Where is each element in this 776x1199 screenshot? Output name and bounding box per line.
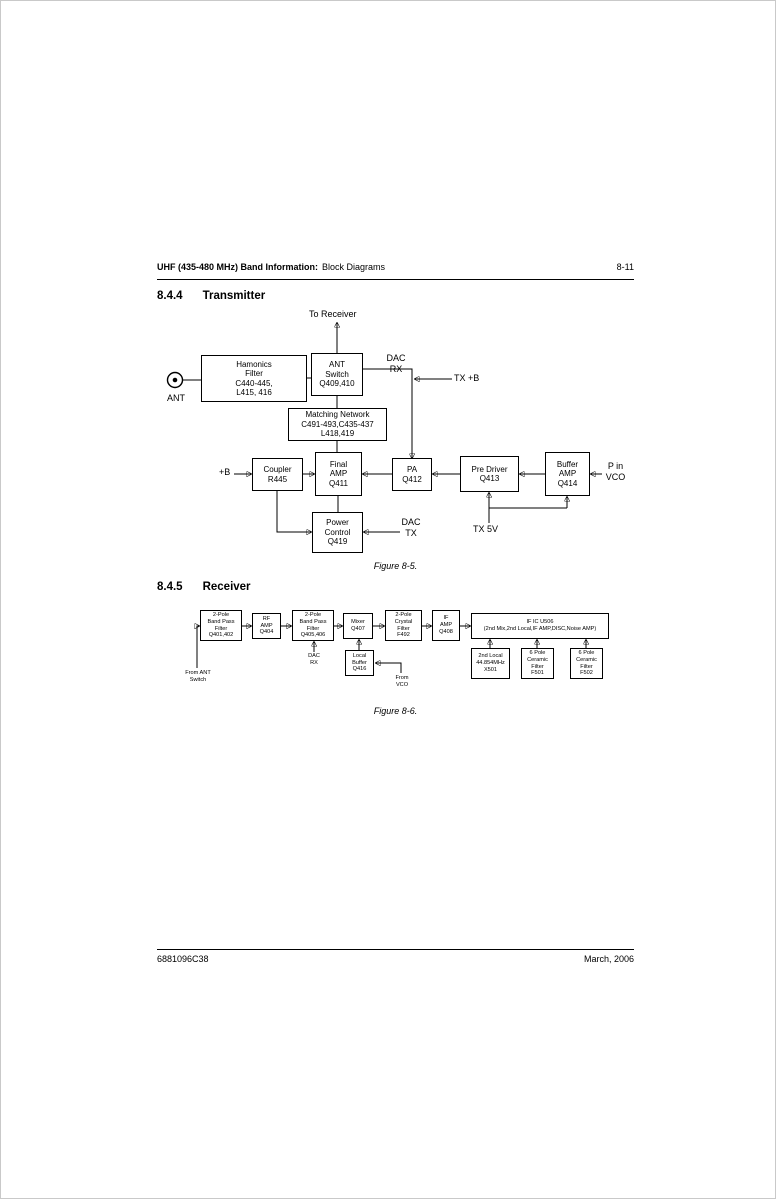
figure-8-6-caption: Figure 8-6.: [373, 706, 418, 716]
label-plus-b: +B: [219, 467, 231, 477]
antenna-connector-icon: [166, 371, 184, 389]
header-title: UHF (435-480 MHz) Band Information:Block…: [157, 262, 385, 273]
final-amp-box: Final AMP Q411: [315, 452, 362, 496]
receiver-connector-lines: [197, 626, 586, 673]
label-dac-rx: DAC RX: [386, 353, 406, 374]
footer-rule: [157, 949, 634, 950]
pre-driver-box: Pre Driver Q413: [460, 456, 519, 492]
section-number: 8.4.4: [157, 290, 183, 302]
label-dac-rx-rx: DAC RX: [308, 653, 320, 666]
section-title: Receiver: [202, 581, 251, 593]
header-title-bold: UHF (435-480 MHz) Band Information:: [157, 262, 319, 272]
figure-8-5-caption: Figure 8-5.: [373, 561, 418, 571]
if-ic-box: IF IC U506 (2nd Mix,2nd Local,IF AMP,DIS…: [471, 613, 609, 639]
section-heading-transmitter: 8.4.4 Transmitter: [157, 290, 265, 302]
section-title: Transmitter: [202, 290, 266, 302]
second-local-box: 2nd Local 44.854MHz X501: [471, 648, 510, 679]
label-p-in-vco: P in VCO: [605, 461, 626, 482]
label-ant: ANT: [167, 393, 185, 403]
header-title-regular: Block Diagrams: [322, 262, 386, 272]
footer-doc-number: 6881096C38: [157, 954, 209, 964]
section-heading-receiver: 8.4.5 Receiver: [157, 581, 251, 593]
label-dac-tx: DAC TX: [401, 517, 421, 538]
label-to-receiver: To Receiver: [309, 309, 357, 319]
matching-network-box: Matching Network C491-493,C435-437 L418,…: [288, 408, 387, 441]
ceramic-filter-2-box: 6 Pole Ceramic Filter F502: [570, 648, 603, 679]
transmitter-connector-lines: [183, 323, 602, 532]
power-control-box: Power Control Q419: [312, 512, 363, 553]
harmonics-filter-box: Hamonics Filter C440-445, L415, 416: [201, 355, 307, 402]
label-from-ant-switch: From ANT Switch: [185, 670, 211, 683]
label-tx-plus-b: TX +B: [454, 373, 480, 383]
bandpass-filter-1-box: 2-Pole Band Pass Filter Q401,402: [200, 610, 242, 641]
mixer-box: Mixer Q407: [343, 613, 373, 639]
local-buffer-box: Local Buffer Q416: [345, 650, 374, 676]
page-footer: 6881096C38 March, 2006: [157, 954, 634, 964]
label-tx-5v: TX 5V: [473, 524, 499, 534]
page-number: 8-11: [616, 262, 634, 272]
crystal-filter-box: 2-Pole Crystal Filter F492: [385, 610, 422, 641]
coupler-box: Coupler R445: [252, 458, 303, 491]
ant-switch-box: ANT Switch Q409,410: [311, 353, 363, 396]
footer-date: March, 2006: [583, 954, 634, 964]
label-from-vco: From VCO: [395, 675, 409, 688]
page-header: UHF (435-480 MHz) Band Information:Block…: [157, 262, 634, 273]
if-amp-box: IF AMP Q408: [432, 610, 460, 641]
section-number: 8.4.5: [157, 581, 183, 593]
rf-amp-box: RF AMP Q404: [252, 613, 281, 639]
bandpass-filter-2-box: 2-Pole Band Pass Filter Q405,406: [292, 610, 334, 641]
pa-box: PA Q412: [392, 458, 432, 491]
header-rule: [157, 279, 634, 280]
ceramic-filter-1-box: 6 Pole Ceramic Filter F501: [521, 648, 554, 679]
buffer-amp-box: Buffer AMP Q414: [545, 452, 590, 496]
